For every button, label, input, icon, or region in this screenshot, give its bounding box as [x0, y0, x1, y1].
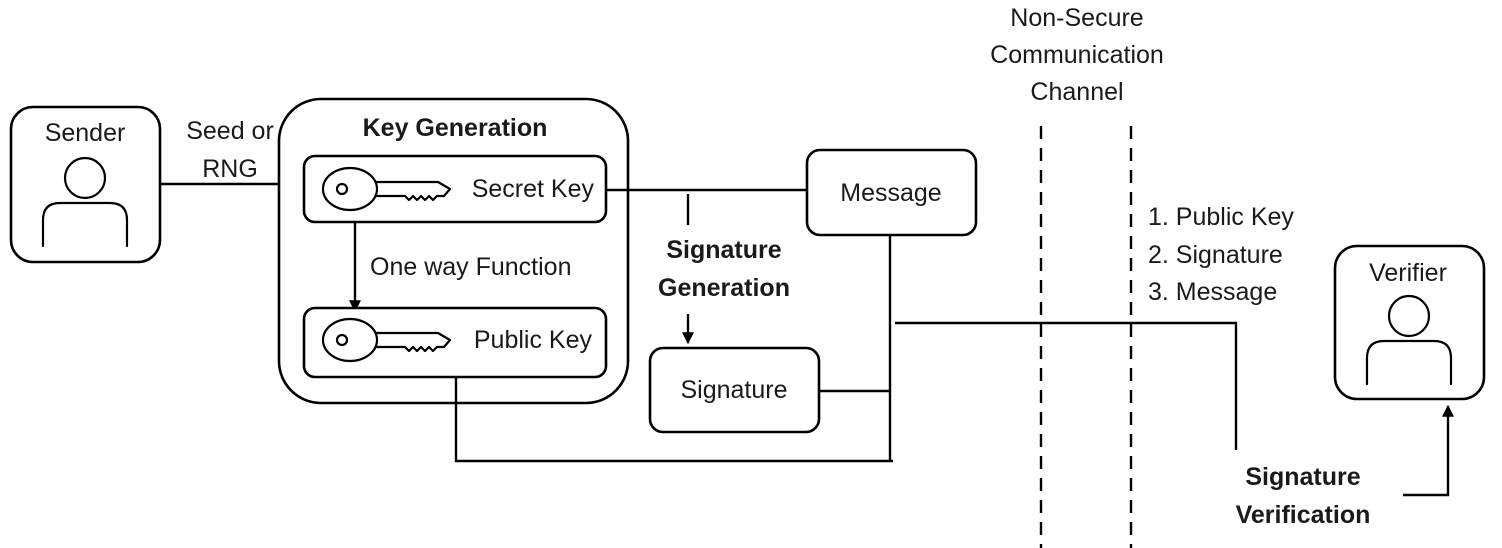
transmitted-item-signature: 2. Signature	[1148, 241, 1283, 269]
verifier-label: Verifier	[1369, 259, 1447, 287]
verifier-node: Verifier	[1333, 244, 1486, 401]
public-key-bundle-line	[454, 377, 893, 463]
transmitted-item-public-key: 1. Public Key	[1148, 203, 1294, 231]
sender-label: Sender	[45, 119, 126, 147]
key-generation-group: Key Generation Secret Key One way Functi…	[277, 97, 630, 405]
key-generation-title: Key Generation	[363, 114, 548, 142]
non-secure-channel: Non-Secure Communication Channel	[990, 4, 1164, 548]
public-key-box: Public Key	[302, 306, 608, 379]
signature-generation-line2: Generation	[658, 274, 790, 302]
verification-arrow	[1403, 404, 1454, 497]
channel-label-line1: Non-Secure	[1010, 4, 1143, 32]
signature-generation-line1: Signature	[666, 236, 781, 264]
transmitted-item-message: 3. Message	[1148, 278, 1277, 306]
channel-label-line2: Communication	[990, 41, 1164, 69]
transmitted-items-list: 1. Public Key 2. Signature 3. Message	[1148, 203, 1294, 306]
channel-label-line3: Channel	[1030, 78, 1123, 106]
secret-key-label: Secret Key	[472, 175, 595, 203]
seed-label-line2: RNG	[202, 155, 258, 183]
one-way-function-label: One way Function	[370, 253, 572, 281]
signature-label: Signature	[680, 376, 787, 404]
sender-node: Sender	[9, 105, 162, 264]
signature-node: Signature	[648, 346, 821, 434]
message-label: Message	[840, 179, 941, 207]
public-key-label: Public Key	[474, 326, 593, 354]
signature-verification-line1: Signature	[1245, 463, 1360, 491]
signature-verification-line2: Verification	[1236, 501, 1371, 529]
seed-label-line1: Seed or	[186, 117, 274, 145]
message-node: Message	[805, 148, 978, 237]
secret-key-box: Secret Key	[302, 154, 608, 224]
channel-transmission-line	[895, 321, 1238, 450]
seed-input: Seed or RNG	[160, 117, 302, 190]
